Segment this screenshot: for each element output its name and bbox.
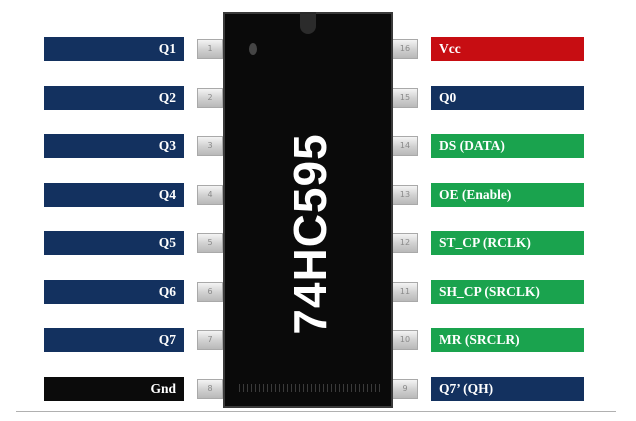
pin-2: 2 (197, 87, 223, 108)
chip-surface-marks (239, 384, 381, 392)
pin-label-7: Q7 (44, 328, 184, 352)
pin-6: 6 (197, 281, 223, 302)
pin-4: 4 (197, 184, 223, 205)
pin-label-1: Q1 (44, 37, 184, 61)
pin1-dot-marker (249, 43, 257, 55)
pin-label-10: MR (SRCLR) (431, 328, 584, 352)
ic-chip-body: 74HC595 (223, 12, 393, 408)
pin-10: 10 (392, 330, 418, 350)
pin-label-14: DS (DATA) (431, 134, 584, 158)
pin-label-9: Q7’ (QH) (431, 376, 584, 401)
pin-label-6: Q6 (44, 279, 184, 304)
pin-label-16: Vcc (431, 37, 584, 61)
pin-5: 5 (197, 233, 223, 253)
pin-9: 9 (392, 378, 418, 399)
pin-label-5: Q5 (44, 231, 184, 255)
pin-label-15: Q0 (431, 85, 584, 110)
pin-label-12: ST_CP (RCLK) (431, 231, 584, 255)
pin-3: 3 (197, 136, 223, 156)
pin-11: 11 (392, 281, 418, 302)
pin-1: 1 (197, 39, 223, 59)
divider-line (16, 411, 616, 412)
chip-name: 74HC595 (284, 133, 336, 335)
pin-label-8: Gnd (44, 376, 184, 401)
pin-label-4: Q4 (44, 182, 184, 207)
pin-16: 16 (392, 39, 418, 59)
pin-label-2: Q2 (44, 85, 184, 110)
pin-15: 15 (392, 87, 418, 108)
chip-notch (300, 12, 316, 34)
pin-7: 7 (197, 330, 223, 350)
pin-label-3: Q3 (44, 134, 184, 158)
pin-12: 12 (392, 233, 418, 253)
pin-label-13: OE (Enable) (431, 182, 584, 207)
pin-14: 14 (392, 136, 418, 156)
pin-label-11: SH_CP (SRCLK) (431, 279, 584, 304)
pin-13: 13 (392, 184, 418, 205)
pin-8: 8 (197, 378, 223, 399)
